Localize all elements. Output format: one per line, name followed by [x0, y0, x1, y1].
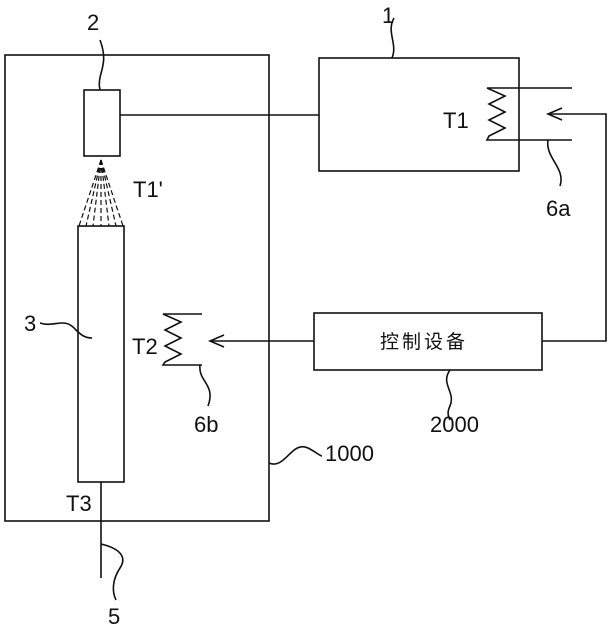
- nozzle-label: 2: [87, 10, 99, 35]
- column-leader-line: [39, 322, 93, 339]
- arrow-head-t1: [545, 107, 563, 121]
- sensor-6b-label: 6b: [194, 412, 218, 437]
- outlet-label: 5: [108, 604, 120, 626]
- column-label: 3: [24, 311, 36, 336]
- heater-unit-label: 1: [382, 3, 394, 28]
- heater-t1-coil: [485, 87, 572, 141]
- controller-text: 控制设备: [380, 331, 468, 353]
- nozzle-box: [83, 89, 121, 157]
- heater-unit-box: [318, 57, 520, 172]
- controller-ref-label: 2000: [430, 412, 479, 437]
- sensor-6a-leader-line: [547, 139, 562, 187]
- spray-cone: [78, 159, 124, 227]
- column-box: [77, 225, 125, 483]
- temp-t1-label: T1: [443, 108, 469, 133]
- controller-feedback-line: [542, 113, 607, 342]
- temp-t1-prime-label: T1': [133, 177, 163, 202]
- nozzle-leader-line: [98, 39, 105, 91]
- temp-t2-label: T2: [132, 334, 158, 359]
- controller-leader-line: [445, 369, 453, 421]
- arrow-head-t2: [207, 334, 225, 348]
- chamber-label: 1000: [325, 441, 374, 466]
- sensor-6a-label: 6a: [546, 196, 571, 221]
- outlet-leader-line: [100, 543, 124, 601]
- chamber-box: [4, 54, 270, 522]
- heater-unit-leader-line: [390, 17, 395, 59]
- sensor-6b-leader-line: [199, 364, 211, 407]
- heater-t2-coil: [161, 313, 202, 366]
- temp-t3-label: T3: [66, 491, 92, 516]
- chamber-leader-line: [268, 445, 323, 465]
